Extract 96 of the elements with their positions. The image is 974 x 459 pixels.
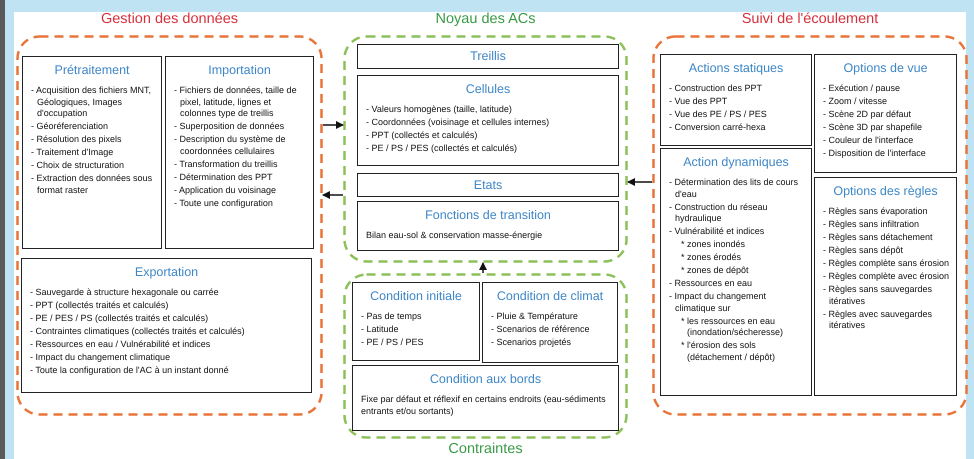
panel-box: [352, 282, 480, 361]
panel-box: [357, 201, 619, 251]
panel-box: [165, 56, 314, 249]
list-item: - PPT (collectés et calculés): [366, 130, 478, 142]
list-item: - PE / PES / PS (collectés traités et calculés): [30, 313, 210, 324]
arrow: [323, 121, 344, 129]
list-item: - Impact du changement climatique: [30, 352, 172, 364]
panel-heading: Condition de climat: [496, 289, 604, 303]
list-item: - Détermination des lits de cours d'eau: [669, 177, 800, 200]
panel-text: Bilan eau-sol & conservation masse-énergie: [366, 230, 544, 242]
list-item: - Géoréferenciation: [31, 121, 110, 132]
panel-heading: Etats: [472, 178, 504, 192]
list-item: - Vulnérabilité et indices: [669, 226, 766, 238]
panel-heading: Exportation: [134, 265, 200, 279]
list-item: - Ressources en eau: [669, 278, 754, 290]
panel-heading: Actions statiques: [688, 61, 784, 75]
list-item: * les ressources en eau (inondation/sécheresse): [681, 316, 784, 338]
list-item: - Détermination des PPT: [174, 172, 274, 183]
list-item: - Acquisition des fichiers MNT, Géologiques, Images d'occupation: [31, 85, 152, 120]
list-item: * l'érosion des sols (détachement / dépôt): [681, 340, 776, 363]
panel-heading: Condition aux bords: [428, 372, 542, 386]
list-item: - Scenarios projetés: [491, 337, 572, 348]
panel-box: [814, 177, 957, 396]
panel-box: [21, 258, 312, 393]
list-item: - Description du système de coordonnées cellulaires: [174, 134, 287, 157]
group-title: Noyau des ACs: [434, 10, 536, 28]
panel-heading: Options des règles: [832, 184, 939, 198]
group-title: Gestion des données: [100, 10, 240, 28]
list-item: - Pas de temps: [361, 311, 423, 322]
list-item: - PPT (collectés traités et calculés): [30, 300, 170, 312]
list-item: - Superposition de données: [174, 121, 286, 132]
list-item: - Scène 2D par défaut: [823, 109, 912, 120]
list-item: - Règles sans détachement: [823, 232, 934, 244]
list-item: * zones érodés: [681, 252, 742, 264]
panel-box: [660, 54, 812, 146]
panel-text: Fixe par défaut et réflexif en certains endroits (eau-sédiments entrants et/ou sortants): [361, 394, 607, 417]
list-item: - Vue des PPT: [669, 96, 728, 108]
list-item: - Couleur de l'interface: [823, 135, 914, 146]
list-item: - Ressources en eau / Vulnérabilité et indices: [30, 339, 212, 350]
list-item: - Choix de structuration: [31, 160, 126, 172]
list-item: - Règles complète avec érosion: [823, 271, 950, 282]
list-item: - PE / PS / PES: [361, 337, 425, 348]
list-item: - Traitement d'Image: [31, 147, 114, 158]
list-item: - Règles sans sauvegardes itératives: [823, 284, 934, 307]
list-item: * zones de dépôt: [681, 265, 750, 276]
list-item: - Scène 3D par shapefile: [823, 122, 924, 134]
panel-box: [22, 56, 162, 249]
list-item: - Construction des PPT: [669, 83, 764, 94]
list-item: - Conversion carré-hexa: [669, 122, 767, 134]
list-item: - Application du voisinage: [174, 184, 278, 196]
list-item: - Toute la configuration de l'AC à un instant donné: [30, 365, 230, 376]
list-item: - Exécution / pause: [823, 83, 902, 94]
list-item: - Construction du réseau hydraulique: [669, 202, 769, 224]
list-item: - Impact du changement climatique sur: [669, 291, 768, 314]
list-item: - Fichiers de données, taille de pixel, latitude, lignes et colonnes type de treillis: [174, 85, 298, 120]
list-item: * zones inondés: [681, 239, 746, 250]
panel-box: [660, 148, 812, 396]
arrow: [627, 178, 652, 186]
panel-heading: Prétraitement: [53, 63, 131, 77]
list-item: - Toute une configuration: [174, 198, 274, 209]
panel-box: [357, 44, 619, 69]
list-item: - Pluie & Température: [491, 311, 579, 322]
list-item: - Disposition de l'interface: [823, 148, 927, 160]
list-item: - Valeurs homogènes (taille, latitude): [366, 104, 513, 116]
panel-box: [357, 173, 619, 197]
list-item: - Règles sans dépôt: [823, 245, 904, 256]
arrow: [322, 191, 343, 199]
panel-heading: Importation: [207, 63, 272, 77]
panel-heading: Action dynamiques: [682, 155, 790, 169]
group-title: Suivi de l'écoulement: [740, 10, 880, 28]
panel-heading: Options de vue: [842, 61, 929, 75]
panel-box: [482, 282, 618, 363]
group-title: Contraintes: [447, 440, 524, 458]
panel-box: [814, 54, 957, 173]
panel-box: [357, 75, 619, 166]
panel-heading: Treillis: [469, 49, 507, 63]
list-item: - Règles complète sans érosion: [823, 258, 950, 270]
arrow: [479, 262, 487, 273]
list-item: - Résolution des pixels: [31, 134, 123, 146]
list-item: - Règles avec sauvegardes itératives: [823, 308, 934, 332]
list-item: - Contraintes climatiques (collectés traités et calculés): [30, 326, 246, 338]
list-item: - Transformation du treillis: [174, 158, 279, 170]
list-item: - Scenarios de référence: [491, 324, 591, 336]
list-item: - PE / PS / PES (collectés et calculés): [366, 143, 518, 154]
panel-heading: Cellules: [464, 82, 512, 96]
list-item: - Règles sans infiltration: [823, 219, 920, 230]
list-item: - Latitude: [361, 324, 400, 336]
panel-box: [352, 365, 619, 431]
list-item: - Règles sans évaporation: [823, 206, 929, 218]
list-item: - Sauvegarde à structure hexagonale ou carrée: [30, 287, 220, 298]
panel-heading: Condition initiale: [369, 289, 463, 303]
list-item: - Extraction des données sous format raster: [31, 173, 154, 196]
list-item: - Zoom / vitesse: [823, 96, 888, 108]
panel-heading: Fonctions de transition: [424, 208, 552, 222]
list-item: - Vue des PE / PS / PES: [669, 109, 768, 120]
list-item: - Coordonnées (voisinage et cellules internes): [366, 117, 550, 128]
